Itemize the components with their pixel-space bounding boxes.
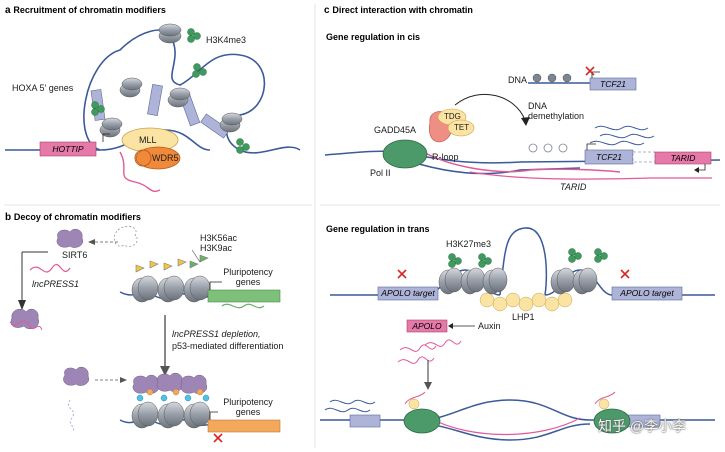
hottip-label: HOTTIP: [52, 144, 84, 154]
hoxa-gene-box: [147, 84, 163, 116]
pol2-label: Pol II: [370, 168, 391, 178]
depletion-label-line2: p53-mediated differentiation: [172, 341, 284, 351]
tet-protein: [447, 119, 475, 137]
panel-letter: b: [5, 212, 12, 223]
nucleosome: [99, 117, 123, 138]
demethylation-label-1: DNA: [528, 101, 548, 111]
nucleosome: [157, 275, 185, 303]
panel-a-graphic: [5, 23, 301, 192]
tarid-box-label: TARID: [670, 153, 696, 163]
nucleosome: [219, 112, 243, 133]
nucleosome: [572, 267, 598, 295]
trans-heading-text: Gene regulation in trans: [326, 224, 430, 234]
tet-label: TET: [454, 123, 470, 132]
depletion-text-1: lncPRESS1 depletion,: [172, 329, 261, 339]
panel-letter: c: [324, 5, 330, 16]
trans-heading: Gene regulation in trans: [326, 224, 430, 234]
hottip-gene-box: [39, 141, 97, 157]
nucleosome: [167, 87, 191, 108]
cis-heading-text: Gene regulation in cis: [326, 32, 421, 42]
apolo-target-left: [377, 286, 439, 301]
h3k27me3-label: H3K27me3: [446, 239, 492, 249]
nucleosome: [157, 401, 185, 429]
panel-title: Direct interaction with chromatin: [332, 5, 473, 15]
auxin-label: Auxin: [478, 321, 501, 331]
panel-c-cis-graphic: [324, 66, 721, 180]
nucleosome: [119, 77, 143, 98]
panel-c-trans-graphic: [320, 227, 715, 441]
tarid-rna: [419, 149, 621, 173]
depletion-label-line1: lncPRESS1 depletion,: [172, 330, 261, 339]
lncpress1-label: lncPRESS1: [32, 279, 80, 289]
nucleosome: [482, 267, 508, 295]
pluripotency-gene-repressed: [207, 419, 281, 433]
sirt6-label: SIRT6: [62, 250, 88, 260]
tcf21-top-label: TCF21: [600, 79, 626, 89]
pol2-protein: [593, 408, 631, 434]
apolo-gene-box: [406, 319, 448, 333]
pol2-protein: [382, 139, 428, 169]
tdg-label: TDG: [444, 112, 461, 121]
nucleosome: [131, 401, 159, 429]
panel-c-heading: c Direct interaction with chromatin: [324, 5, 473, 16]
nucleosome: [158, 23, 182, 44]
nucleosome: [183, 401, 211, 429]
dna-label: DNA: [508, 75, 528, 85]
wdr5-label: WDR5: [152, 153, 179, 163]
acetylation-mark: [135, 258, 187, 273]
repression-cross: [213, 433, 223, 443]
hoxa-label: HOXA 5′ genes: [12, 83, 74, 93]
deacetylated-mark: [136, 394, 210, 402]
chromatin-loop-trans: [499, 227, 548, 296]
gadd45a-label: GADD45A: [374, 125, 417, 135]
panel-dividers: [4, 4, 720, 448]
nucleosome: [131, 275, 159, 303]
pol2-protein: [403, 408, 441, 434]
tcf21-gene-top: [589, 77, 637, 91]
h3k56ac-label: H3K56ac: [200, 233, 238, 243]
hottip-rna: [119, 151, 161, 192]
watermark: 知乎 @李小李: [598, 418, 687, 434]
rloop-label: R-loop: [432, 152, 459, 162]
sirt6-bound: [132, 372, 208, 394]
panel-a-heading: a Recruitment of chromatin modifiers: [5, 5, 166, 16]
pluripotency-gene-active: [207, 289, 281, 303]
sirt6-protein: [56, 228, 84, 248]
apolo-target-left-label: APOLO target: [381, 288, 435, 298]
panel-title: Recruitment of chromatin modifiers: [13, 5, 166, 15]
h3k27me3-mark: [448, 248, 608, 268]
nucleosome: [550, 267, 576, 295]
mll-label: MLL: [139, 135, 157, 145]
nucleosome: [438, 267, 464, 295]
nucleosome: [460, 267, 486, 295]
h3k9ac-label: H3K9ac: [200, 243, 233, 253]
lncpress1-rna: [29, 264, 71, 273]
cis-heading: Gene regulation in cis: [326, 32, 420, 42]
tarid-rna-label: TARID: [560, 182, 587, 192]
demethylation-label-2: demethylation: [528, 111, 585, 121]
panel-title: Decoy of chromatin modifiers: [13, 212, 141, 222]
tcf21-bottom-label: TCF21: [596, 152, 622, 162]
lhp1-label: LHP1: [512, 312, 535, 322]
panel-b-heading: b Decoy of chromatin modifiers: [5, 212, 141, 223]
panel-b-graphic: [9, 225, 281, 443]
pluripotency-label-top: Pluripotency genes: [223, 267, 273, 287]
h3k4me3-label: H3K4me3: [206, 35, 247, 45]
panel-letter: a: [5, 5, 11, 16]
apolo-target-right-label: APOLO target: [620, 288, 674, 298]
tarid-gene-box: [654, 151, 712, 165]
apolo-target-right: [611, 286, 683, 301]
acetylation-mark: [189, 254, 209, 269]
hoxa-gene-box: [200, 113, 230, 139]
h3k4me3-mark: [91, 28, 250, 154]
lhp1-protein: [479, 292, 573, 312]
wdr5-protein: [135, 146, 181, 170]
pluripotency-label-bottom: Pluripotency genes: [223, 397, 273, 417]
nucleosome: [183, 275, 211, 303]
apolo-label: APOLO: [412, 321, 442, 331]
